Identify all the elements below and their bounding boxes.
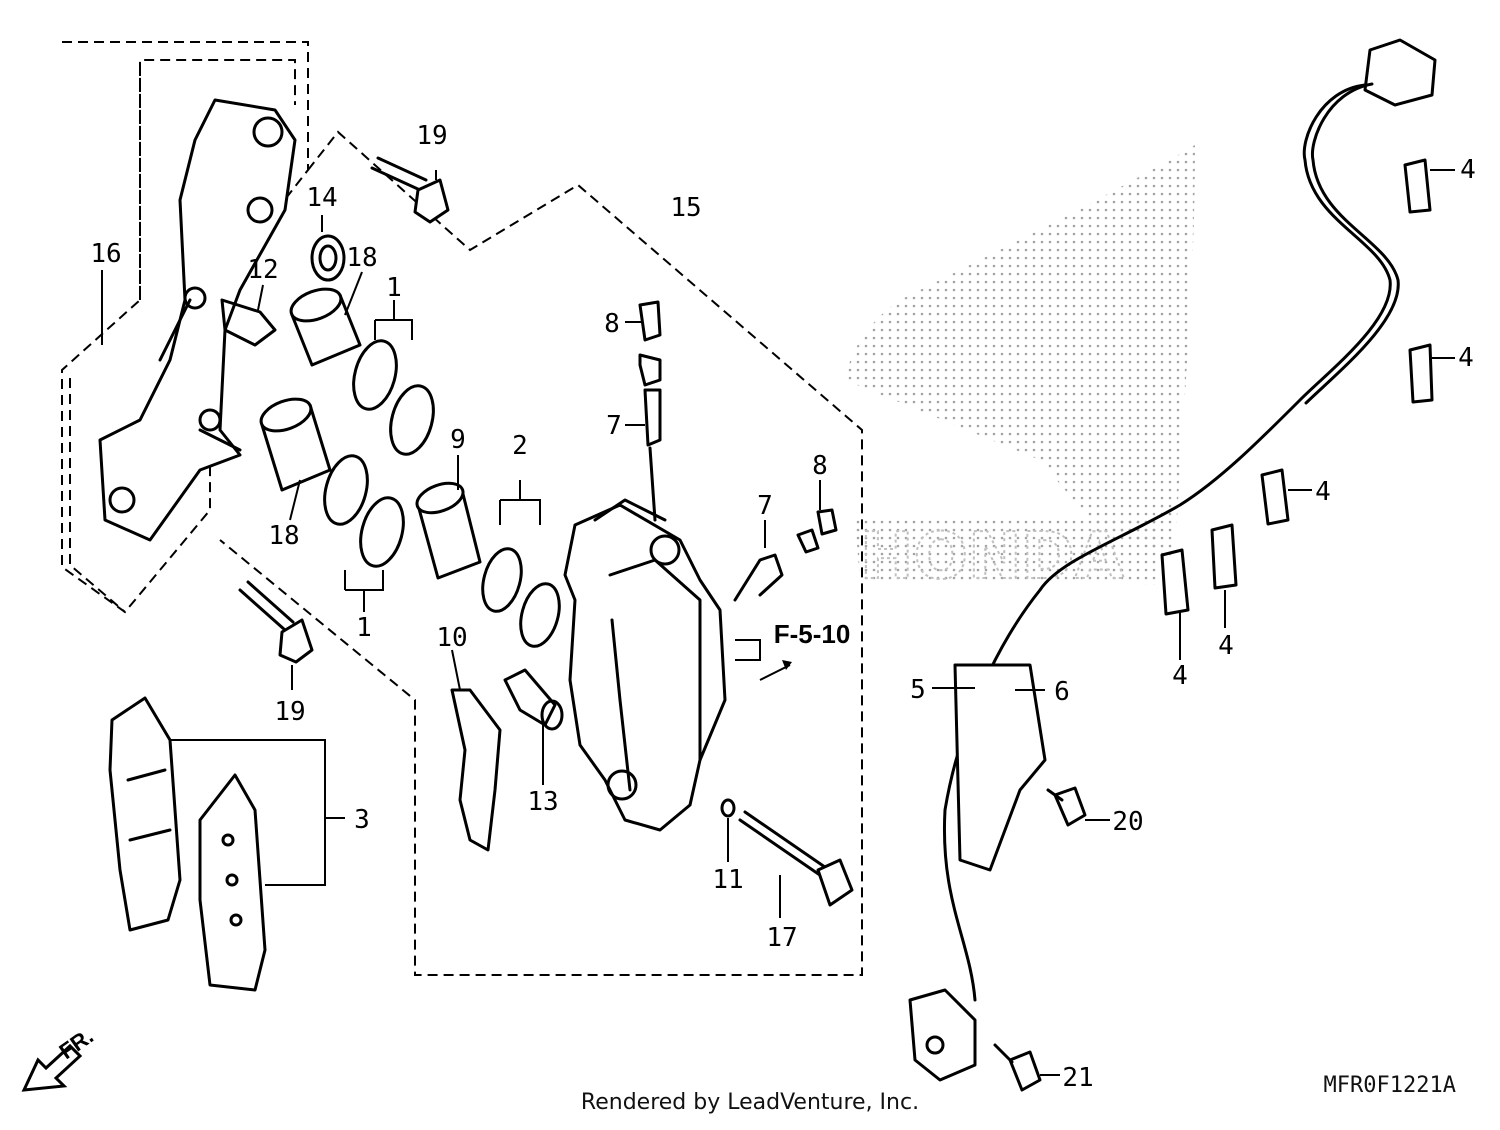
callout-8b: 8 xyxy=(812,451,828,481)
piston-middle xyxy=(415,481,482,580)
piston-upper xyxy=(289,287,362,367)
pad-retainer xyxy=(450,688,502,852)
callout-16: 16 xyxy=(90,239,121,269)
callout-20: 20 xyxy=(1112,807,1143,837)
brake-pad-outer xyxy=(108,696,182,932)
bleeder-valve-upper xyxy=(638,300,662,522)
callout-11: 11 xyxy=(712,865,743,895)
bracket-bolt-lower xyxy=(238,580,314,664)
callout-18a: 18 xyxy=(346,243,377,273)
callout-10: 10 xyxy=(436,623,467,653)
callout-8a: 8 xyxy=(604,309,620,339)
callout-4b: 4 xyxy=(1458,343,1474,373)
callout-4e: 4 xyxy=(1172,661,1188,691)
callout-1b: 1 xyxy=(356,613,372,643)
section-reference[interactable]: F-5-10 xyxy=(774,619,851,649)
callout-5: 5 xyxy=(910,675,926,705)
callout-21: 21 xyxy=(1062,1063,1093,1093)
wheel-speed-sensor xyxy=(908,38,1437,1082)
callout-6: 6 xyxy=(1054,677,1070,707)
group-outline-pistons xyxy=(219,130,863,976)
callout-labels: 1 1 2 3 4 4 4 4 4 5 6 7 7 8 8 9 10 11 12… xyxy=(90,121,1475,1093)
pad-pin-plug xyxy=(503,668,564,731)
group-outline-bracket xyxy=(61,41,309,614)
callout-7b: 7 xyxy=(757,491,773,521)
callout-4c: 4 xyxy=(1315,477,1331,507)
callout-17: 17 xyxy=(766,923,797,953)
dust-boot xyxy=(310,234,346,282)
brake-pad-inner xyxy=(198,773,267,992)
group-outline-caliper xyxy=(69,60,141,613)
piston-lower xyxy=(259,397,332,492)
callout-4d: 4 xyxy=(1218,631,1234,661)
bleeder-valve-right xyxy=(733,508,838,602)
sensor-clip-set xyxy=(1160,158,1434,616)
sensor-bolts xyxy=(993,786,1087,1092)
callout-13: 13 xyxy=(527,787,558,817)
callout-2: 2 xyxy=(512,431,528,461)
callout-19a: 19 xyxy=(416,121,447,151)
callout-4a: 4 xyxy=(1460,155,1476,185)
callout-14: 14 xyxy=(306,183,337,213)
credit-line: Rendered by LeadVenture, Inc. xyxy=(580,1090,920,1115)
caliper-bracket xyxy=(98,98,297,542)
callout-15: 15 xyxy=(670,193,701,223)
bracket-bolt-upper xyxy=(370,156,450,224)
callout-1a: 1 xyxy=(386,273,402,303)
caliper-body xyxy=(563,498,727,832)
watermark-text: HONDA xyxy=(860,520,1125,594)
front-direction-arrow-icon: FR. xyxy=(21,1023,98,1092)
sensor-guide-bracket xyxy=(953,663,1047,872)
callout-3: 3 xyxy=(354,805,370,835)
diagram-code: MFR0F1221A xyxy=(1323,1073,1456,1098)
pad-pin-and-seal xyxy=(720,798,854,907)
leader-lines xyxy=(101,169,1455,1076)
callout-7a: 7 xyxy=(606,411,622,441)
callout-12: 12 xyxy=(247,255,278,285)
callout-19b: 19 xyxy=(274,697,305,727)
pad-spring-clip xyxy=(220,298,277,347)
callout-18b: 18 xyxy=(268,521,299,551)
callout-9: 9 xyxy=(450,425,466,455)
piston-seal-set xyxy=(323,339,561,648)
